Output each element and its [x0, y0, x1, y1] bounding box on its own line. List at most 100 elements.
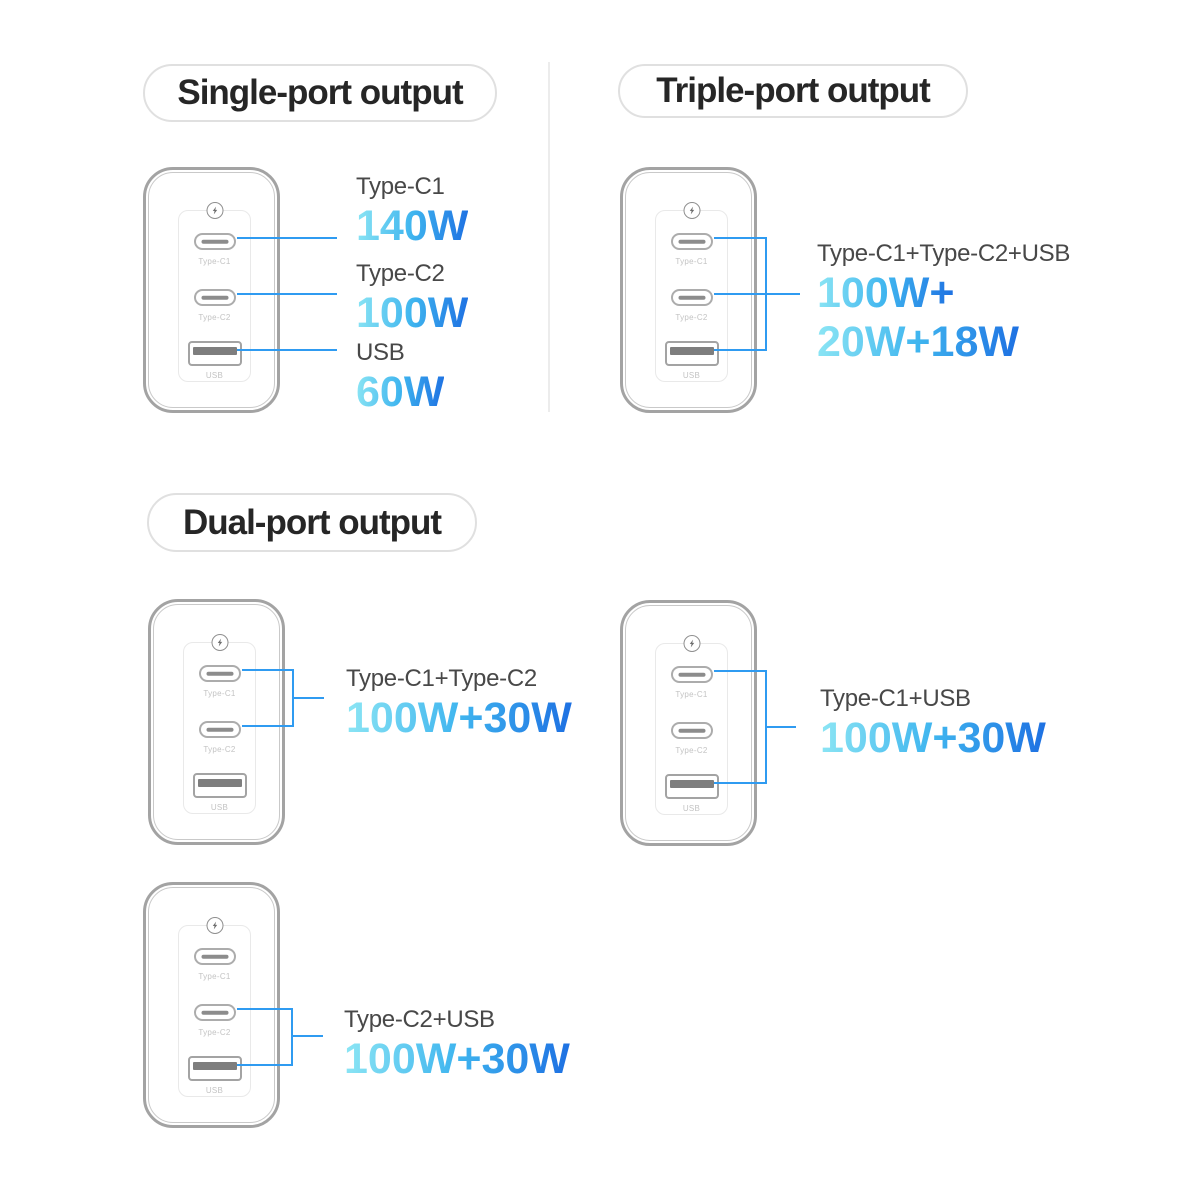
usb-a-port	[187, 341, 242, 366]
wattage-value: 60W	[356, 368, 445, 416]
wattage-value: 100W	[356, 289, 469, 337]
type-c2-port-label: Type-C2	[203, 745, 236, 754]
connector-line-c2	[714, 293, 800, 295]
type-c1-pin-bar	[201, 239, 228, 244]
connector-line-c1	[237, 237, 337, 239]
single-port-output-badge: Single-port output	[143, 64, 497, 122]
type-c1-pin-bar	[678, 239, 705, 244]
combo-name-label: Type-C2+USB	[344, 1006, 495, 1033]
connector-stub	[765, 726, 796, 728]
brand-flash-logo-icon	[206, 202, 223, 219]
type-c2-port-label: Type-C2	[675, 313, 708, 322]
type-c1-pin-bar	[678, 672, 705, 677]
usb-a-port	[664, 774, 719, 799]
type-c2-port	[198, 721, 241, 738]
connector-line-usb	[237, 1064, 293, 1066]
section-divider	[548, 62, 550, 412]
connector-line-usb	[714, 782, 767, 784]
wattage-value: 100W+30W	[820, 714, 1046, 762]
charger-inner-outline	[153, 604, 280, 840]
usb-a-port	[192, 773, 247, 798]
wattage-value: 140W	[356, 202, 469, 250]
brand-flash-logo-icon	[683, 202, 700, 219]
type-c1-port	[670, 233, 713, 250]
wattage-value-line1: 100W+	[817, 269, 955, 317]
dual-c1c2-rating: Type-C1+Type-C2 100W+30W	[346, 664, 572, 743]
type-c1-port-label: Type-C1	[203, 689, 236, 698]
type-c1-pin-bar	[201, 954, 228, 959]
type-c2-port	[193, 1004, 236, 1021]
combo-name-label: Type-C1+USB	[820, 685, 971, 712]
type-c2-port	[670, 722, 713, 739]
charger-dual-c1c2: Type-C1 Type-C2 USB	[148, 599, 285, 845]
charger-single-section: Type-C1 Type-C2 USB	[143, 167, 280, 413]
wattage-value: 100W+30W	[344, 1035, 570, 1083]
connector-line-usb	[714, 349, 767, 351]
usb-port-label: USB	[205, 371, 224, 380]
connector-stub	[292, 697, 324, 699]
single-c1-rating: Type-C1 140W	[356, 172, 468, 251]
type-c1-port-label: Type-C1	[198, 257, 231, 266]
connector-line-c2	[237, 1008, 293, 1010]
usb-port-label: USB	[682, 804, 701, 813]
usb-a-pin-bar	[192, 347, 237, 355]
dual-port-output-badge: Dual-port output	[147, 493, 477, 552]
usb-a-pin-bar	[669, 347, 714, 355]
type-c2-pin-bar	[201, 1010, 228, 1015]
connector-bracket	[765, 237, 767, 351]
connector-stub	[291, 1035, 323, 1037]
usb-a-pin-bar	[197, 779, 242, 787]
connector-line-c1	[242, 669, 294, 671]
brand-flash-logo-icon	[206, 917, 223, 934]
type-c1-port	[193, 233, 236, 250]
type-c1-port	[670, 666, 713, 683]
single-c2-rating: Type-C2 100W	[356, 259, 468, 338]
type-c2-port	[670, 289, 713, 306]
port-name-label: Type-C1	[356, 173, 445, 200]
combo-name-label: Type-C1+Type-C2+USB	[817, 240, 1071, 267]
type-c2-port	[193, 289, 236, 306]
connector-line-c2	[242, 725, 294, 727]
type-c2-pin-bar	[201, 295, 228, 300]
connector-line-c1	[714, 670, 767, 672]
combo-name-label: Type-C1+Type-C2	[346, 665, 537, 692]
charger-dual-c1usb: Type-C1 Type-C2 USB	[620, 600, 757, 846]
usb-port-label: USB	[682, 371, 701, 380]
charger-inner-outline	[148, 172, 275, 408]
charger-inner-outline	[625, 172, 752, 408]
usb-a-port	[664, 341, 719, 366]
connector-line-usb	[237, 349, 337, 351]
charger-face-panel: Type-C1 Type-C2 USB	[183, 634, 256, 814]
charger-inner-outline	[625, 605, 752, 841]
type-c1-port	[193, 948, 236, 965]
wattage-value: 100W+30W	[346, 694, 572, 742]
usb-port-label: USB	[210, 803, 229, 812]
port-name-label: USB	[356, 339, 405, 366]
single-usb-rating: USB 60W	[356, 338, 444, 417]
type-c2-pin-bar	[678, 728, 705, 733]
triple-port-output-badge: Triple-port output	[618, 64, 968, 118]
usb-a-port	[187, 1056, 242, 1081]
type-c1-port-label: Type-C1	[198, 972, 231, 981]
charger-face-panel: Type-C1 Type-C2 USB	[178, 202, 251, 382]
type-c1-pin-bar	[206, 671, 233, 676]
charger-dual-c2usb: Type-C1 Type-C2 USB	[143, 882, 280, 1128]
type-c1-port	[198, 665, 241, 682]
usb-port-label: USB	[205, 1086, 224, 1095]
port-name-label: Type-C2	[356, 260, 445, 287]
type-c1-port-label: Type-C1	[675, 690, 708, 699]
charger-face-panel: Type-C1 Type-C2 USB	[655, 635, 728, 815]
connector-line-c1	[714, 237, 767, 239]
dual-c1usb-rating: Type-C1+USB 100W+30W	[820, 684, 1046, 763]
triple-combo-rating: Type-C1+Type-C2+USB 100W+ 20W+18W	[817, 239, 1070, 367]
type-c2-pin-bar	[678, 295, 705, 300]
brand-flash-logo-icon	[211, 634, 228, 651]
type-c2-pin-bar	[206, 727, 233, 732]
charger-face-panel: Type-C1 Type-C2 USB	[655, 202, 728, 382]
charger-face-panel: Type-C1 Type-C2 USB	[178, 917, 251, 1097]
dual-c2usb-rating: Type-C2+USB 100W+30W	[344, 1005, 570, 1084]
charger-triple-section: Type-C1 Type-C2 USB	[620, 167, 757, 413]
connector-bracket	[291, 1008, 293, 1066]
brand-flash-logo-icon	[683, 635, 700, 652]
